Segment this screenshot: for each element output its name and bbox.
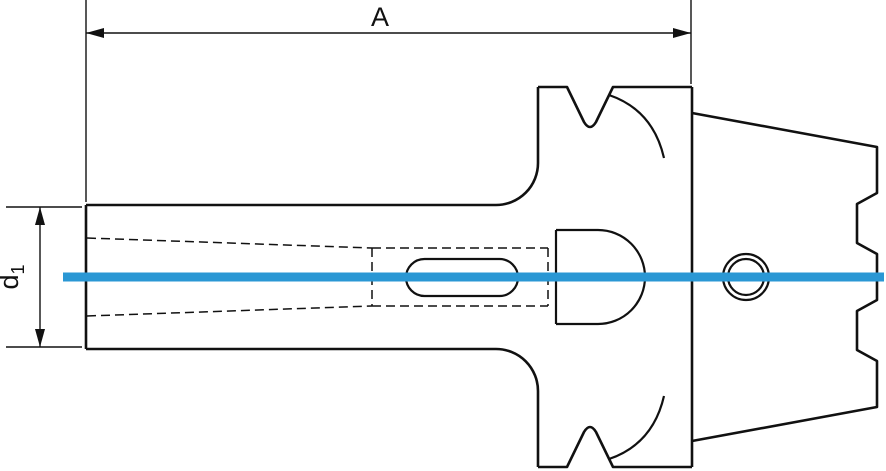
arrowhead-up-icon [35,207,45,225]
bore-taper-top [86,237,373,249]
dimension-label-d1: d1 [0,264,28,289]
dimension-label-d1-base: d [0,274,24,289]
arrowhead-down-icon [35,329,45,347]
dimension-diameter-d1: d1 [0,206,82,348]
dimension-label-A: A [371,2,389,32]
flange-groove-curve-bottom [608,395,666,461]
flange-groove-curve-top [608,93,666,159]
dimension-length-A: A [85,0,692,202]
arrowhead-right-icon [673,28,691,38]
arrowhead-left-icon [86,28,104,38]
bore-taper-bottom [86,305,373,317]
dimension-label-A-text: A [371,2,389,32]
flange-top-edge [538,85,692,129]
dimension-label-d1-subscript: 1 [8,264,28,274]
flange-bottom-edge [538,425,692,469]
